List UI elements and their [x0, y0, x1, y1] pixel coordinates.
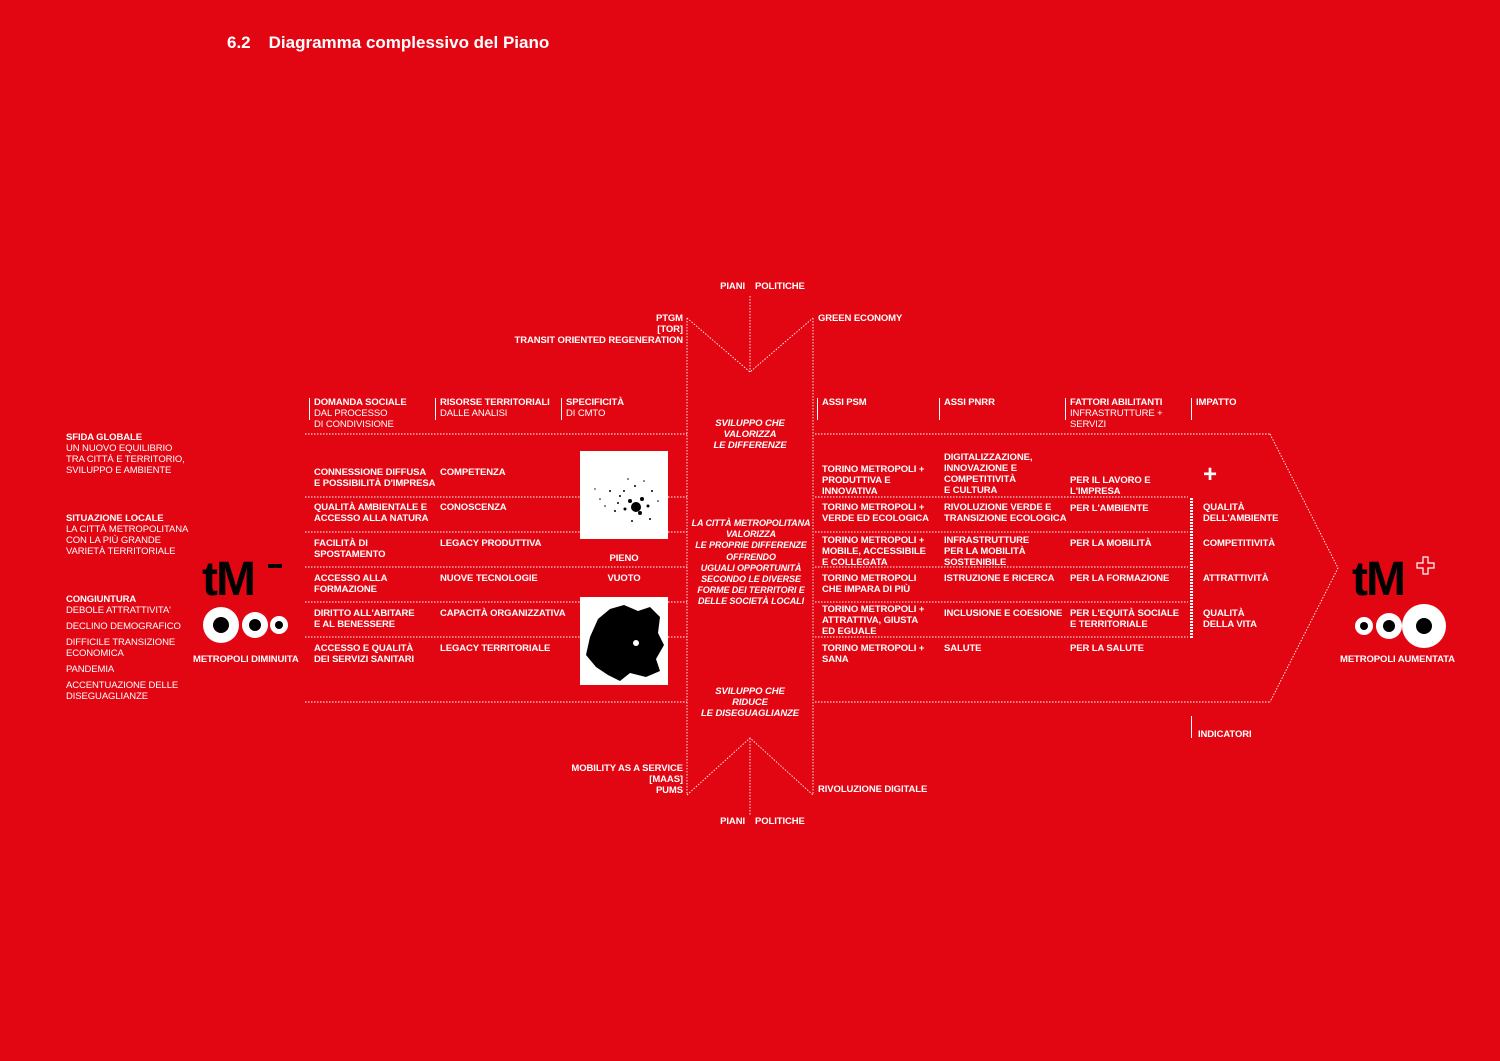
context-local-heading: SITUAZIONE LOCALE — [66, 513, 164, 524]
top-piani-text: PTGM [TOR] TRANSIT ORIENTED REGENERATION — [514, 313, 684, 346]
bottom-politiche-text: RIVOLUZIONE DIGITALE — [818, 784, 928, 795]
header-assi-pnrr: ASSI PNRR — [944, 397, 995, 408]
pnrr-cell: RIVOLUZIONE VERDE E TRANSIZIONE ECOLOGIC… — [944, 502, 1067, 524]
psm-cell: TORINO METROPOLI + PRODUTTIVA E INNOVATI… — [822, 464, 925, 497]
top-politiche-text: GREEN ECONOMY — [818, 313, 903, 324]
pnrr-cell: INFRASTRUTTURE PER LA MOBILITÀ SOSTENIBI… — [944, 535, 1030, 568]
bottom-piani-text: MOBILITY AS A SERVICE [MAAS] PUMS — [571, 763, 683, 796]
domanda-cell: ACCESSO E QUALITÀ DEI SERVIZI SANITARI — [314, 643, 415, 665]
impatto-item: QUALITÀ DELLA VITA — [1203, 608, 1257, 630]
pnrr-cell: DIGITALIZZAZIONE, INNOVAZIONE E COMPETIT… — [944, 452, 1033, 496]
indicatori-divider — [1191, 716, 1192, 738]
domanda-cell: CONNESSIONE DIFFUSA E POSSIBILITÀ D'IMPR… — [314, 467, 436, 489]
pnrr-cell: SALUTE — [944, 643, 982, 654]
domanda-cell: QUALITÀ AMBIENTALE E ACCESSO ALLA NATURA — [314, 502, 429, 524]
bottom-politiche-label: POLITICHE — [755, 816, 805, 827]
psm-cell: TORINO METROPOLI + VERDE ED ECOLOGICA — [822, 502, 929, 524]
center-middle-text: LA CITTÀ METROPOLITANA VALORIZZA LE PROP… — [691, 518, 811, 607]
psm-cell: TORINO METROPOLI CHE IMPARA DI PIÙ — [822, 573, 917, 595]
header-fattori-sub: INFRASTRUTTURE + SERVIZI — [1070, 408, 1163, 430]
bottom-piani-label: PIANI — [720, 816, 745, 827]
header-specificita: SPECIFICITÀ — [566, 397, 625, 408]
impatto-item: QUALITÀ DELL'AMBIENTE — [1203, 502, 1279, 524]
logo-text: tM — [1352, 553, 1406, 606]
logo-metropoli-aumentata: tM — [1348, 556, 1458, 656]
context-congiuntura-item: PANDEMIA — [66, 664, 115, 675]
psm-cell: TORINO METROPOLI + SANA — [822, 643, 925, 665]
logo-right-caption: METROPOLI AUMENTATA — [1340, 654, 1455, 665]
indicatori-label: INDICATORI — [1198, 729, 1252, 740]
minus-sign — [268, 564, 282, 568]
pnrr-cell: ISTRUZIONE E RICERCA — [944, 573, 1055, 584]
top-politiche-label: POLITICHE — [755, 281, 805, 292]
header-domanda: DOMANDA SOCIALE — [314, 397, 407, 408]
header-divider — [1191, 398, 1192, 420]
plus-icon: + — [1203, 461, 1218, 488]
context-congiuntura-item: DIFFICILE TRANSIZIONE ECONOMICA — [66, 637, 176, 659]
fattori-cell: PER L'EQUITÀ SOCIALE E TERRITORIALE — [1070, 608, 1179, 630]
fattori-cell: PER LA SALUTE — [1070, 643, 1144, 654]
header-risorse-sub: DALLE ANALISI — [440, 408, 508, 419]
map-pieno-image — [580, 451, 668, 539]
risorse-cell: CAPACITÀ ORGANIZZATIVA — [440, 608, 566, 619]
dot-density-map-icon — [594, 478, 659, 522]
psm-cell: TORINO METROPOLI + MOBILE, ACCESSIBILE E… — [822, 535, 926, 568]
logo-left-caption: METROPOLI DIMINUITA — [193, 654, 299, 665]
top-piani-label: PIANI — [720, 281, 745, 292]
risorse-cell: NUOVE TECNOLOGIE — [440, 573, 538, 584]
impatto-item: ATTRATTIVITÀ — [1203, 573, 1269, 584]
center-bottom-text: SVILUPPO CHE RIDUCE LE DISEGUAGLIANZE — [700, 686, 800, 719]
territory-map-icon — [586, 605, 664, 681]
header-divider — [309, 398, 310, 420]
domanda-cell: ACCESSO ALLA FORMAZIONE — [314, 573, 388, 595]
circles-icon — [203, 607, 288, 643]
header-divider — [435, 398, 436, 420]
domanda-cell: DIRITTO ALL'ABITARE E AL BENESSERE — [314, 608, 415, 630]
map-vuoto-image — [580, 597, 668, 685]
header-risorse: RISORSE TERRITORIALI — [440, 397, 550, 408]
context-congiuntura-item: ACCENTUAZIONE DELLE DISEGUAGLIANZE — [66, 680, 179, 702]
context-congiuntura-item: DECLINO DEMOGRAFICO — [66, 621, 181, 632]
header-divider — [817, 398, 818, 420]
header-divider — [1065, 398, 1066, 420]
header-divider — [561, 398, 562, 420]
fattori-cell: PER IL LAVORO E L'IMPRESA — [1070, 475, 1151, 497]
risorse-cell: LEGACY PRODUTTIVA — [440, 538, 542, 549]
fattori-cell: PER LA MOBILITÀ — [1070, 538, 1152, 549]
fattori-cell: PER LA FORMAZIONE — [1070, 573, 1170, 584]
header-specificita-sub: DI CMTO — [566, 408, 606, 419]
header-assi-psm: ASSI PSM — [822, 397, 867, 408]
pnrr-cell: INCLUSIONE E COESIONE — [944, 608, 1063, 619]
impatto-item: COMPETITIVITÀ — [1203, 538, 1276, 549]
logo-text: tM — [202, 553, 256, 606]
header-domanda-sub: DAL PROCESSO DI CONDIVISIONE — [314, 408, 394, 430]
context-congiuntura-item: DEBOLE ATTRATTIVITA' — [66, 605, 171, 616]
header-divider — [939, 398, 940, 420]
page-title: 6.2 Diagramma complessivo del Piano — [227, 33, 549, 53]
risorse-cell: COMPETENZA — [440, 467, 506, 478]
circles-icon — [1355, 604, 1446, 648]
section-number: 6.2 — [227, 33, 251, 52]
section-title: Diagramma complessivo del Piano — [268, 33, 550, 52]
pieno-label: PIENO — [609, 553, 639, 564]
vuoto-label: VUOTO — [607, 573, 641, 584]
context-congiuntura-heading: CONGIUNTURA — [66, 594, 137, 605]
center-top-text: SVILUPPO CHE VALORIZZA LE DIFFERENZE — [713, 418, 787, 451]
fattori-cell: PER L'AMBIENTE — [1070, 503, 1149, 514]
risorse-cell: CONOSCENZA — [440, 502, 507, 513]
header-impatto: IMPATTO — [1196, 397, 1237, 408]
psm-cell: TORINO METROPOLI + ATTRATTIVA, GIUSTA ED… — [822, 604, 925, 637]
context-local-body: LA CITTÀ METROPOLITANA CON LA PIÙ GRANDE… — [66, 524, 189, 557]
domanda-cell: FACILITÀ DI SPOSTAMENTO — [314, 538, 386, 560]
plus-outline-icon — [1416, 556, 1435, 575]
impatto-bracket — [1190, 498, 1193, 638]
context-global-heading: SFIDA GLOBALE — [66, 432, 142, 443]
context-global-body: UN NUOVO EQUILIBRIO TRA CITTÀ E TERRITOR… — [66, 443, 185, 476]
logo-metropoli-diminuita: tM — [200, 556, 300, 666]
risorse-cell: LEGACY TERRITORIALE — [440, 643, 551, 654]
header-fattori: FATTORI ABILITANTI — [1070, 397, 1163, 408]
